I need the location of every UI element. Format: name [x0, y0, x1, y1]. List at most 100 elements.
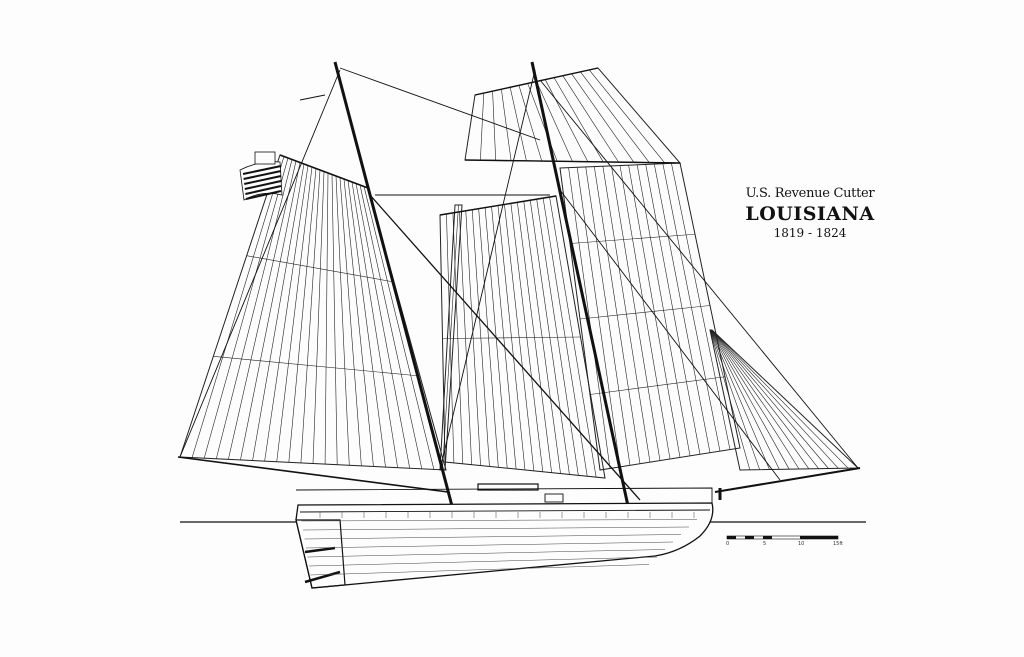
topsail-yard — [474, 67, 599, 96]
sail-seam — [492, 91, 497, 161]
sail-seam — [710, 329, 810, 470]
sail-seam — [709, 329, 751, 470]
scale-label: 10 — [798, 541, 805, 547]
fore-yard — [464, 159, 681, 164]
vessel-name: LOUISIANA — [745, 203, 875, 225]
plank-line — [307, 549, 666, 558]
scale-bar — [726, 535, 839, 540]
plank-line — [301, 519, 698, 522]
sail-seam — [711, 329, 819, 469]
reef-line — [246, 255, 395, 283]
plank-line — [305, 541, 674, 549]
stay — [439, 69, 536, 471]
sail-seam — [363, 186, 435, 470]
sail-seam — [335, 175, 350, 466]
sail-seam — [710, 329, 800, 470]
plank-line — [310, 564, 650, 576]
sail-seam — [501, 89, 512, 161]
sail-seam — [203, 157, 289, 459]
sail-seam — [588, 69, 665, 163]
sail-seam — [553, 77, 604, 163]
sail-seam — [312, 171, 325, 464]
reef-line — [569, 233, 696, 244]
reef-line — [589, 376, 726, 395]
stay — [559, 189, 781, 481]
main-mast — [333, 61, 454, 507]
bulwark — [295, 487, 713, 503]
main-gaff — [279, 154, 369, 189]
cannon — [477, 483, 539, 491]
sail-seam — [480, 93, 485, 161]
plank-line — [304, 534, 682, 540]
sail-seam — [228, 160, 297, 460]
sail-seam — [527, 83, 558, 162]
sail-seam — [710, 329, 760, 470]
flag-stripe — [245, 185, 282, 195]
sail-seam — [347, 180, 386, 468]
sail-seam — [351, 181, 398, 468]
sail-seam — [359, 184, 423, 469]
sail-seam — [580, 71, 650, 163]
fore-topsail — [464, 67, 682, 164]
sail-seam — [331, 174, 338, 465]
sail-seam — [252, 163, 305, 461]
sails — [179, 67, 860, 479]
scale-label: 15ft — [833, 541, 843, 547]
rudder-fitting — [304, 570, 341, 584]
sail-seam — [215, 159, 293, 459]
stay — [179, 69, 341, 458]
sail-seam — [710, 329, 780, 470]
sail-seam — [276, 166, 313, 462]
reef-line — [213, 356, 421, 377]
sail-seam — [191, 156, 285, 458]
sail-seam — [710, 329, 790, 470]
stay — [539, 79, 859, 469]
main-boom — [177, 456, 449, 493]
sail-seam — [518, 85, 543, 162]
hull-planking — [301, 512, 698, 576]
title-block: U.S. Revenue Cutter LOUISIANA 1819 - 182… — [740, 186, 880, 240]
plank-line — [308, 556, 658, 567]
reef-line — [579, 305, 711, 320]
service-years: 1819 - 1824 — [773, 226, 847, 240]
scale-label: 5 — [763, 541, 767, 547]
fore-course — [559, 162, 741, 471]
vessel-type: U.S. Revenue Cutter — [745, 186, 875, 201]
sail-seam — [545, 79, 589, 162]
sail-seam — [324, 172, 329, 465]
deck-fitting — [544, 493, 564, 503]
fore-gaff — [439, 195, 557, 216]
sail-seam — [300, 169, 321, 463]
flag-stripe — [243, 175, 282, 185]
sail-seam — [710, 329, 770, 470]
sail-seam — [562, 75, 619, 163]
flag — [239, 151, 283, 201]
sail-seam — [355, 183, 411, 469]
stay — [369, 194, 641, 501]
stay — [339, 67, 541, 141]
reef-line — [442, 336, 581, 339]
sheer-line — [299, 509, 711, 513]
rudder-fitting — [304, 546, 336, 554]
sail-seam — [509, 87, 527, 161]
sail-seam — [343, 178, 374, 467]
sail-seam — [711, 329, 829, 469]
bowsprit — [714, 467, 861, 493]
plank-line — [302, 526, 690, 531]
sail-seam — [339, 177, 362, 466]
rigging — [177, 61, 866, 589]
flag-stripe — [245, 190, 282, 200]
fore-mast — [530, 61, 630, 507]
flag-stripe — [243, 170, 282, 180]
pennant — [299, 94, 326, 101]
sail-seam — [711, 329, 839, 469]
sail-seam — [288, 168, 317, 463]
hull — [295, 502, 714, 589]
rudder — [295, 519, 346, 589]
sail-seam — [442, 204, 459, 471]
staysail — [439, 204, 463, 471]
scale-label: 0 — [726, 541, 730, 547]
sail-seam — [240, 162, 301, 461]
